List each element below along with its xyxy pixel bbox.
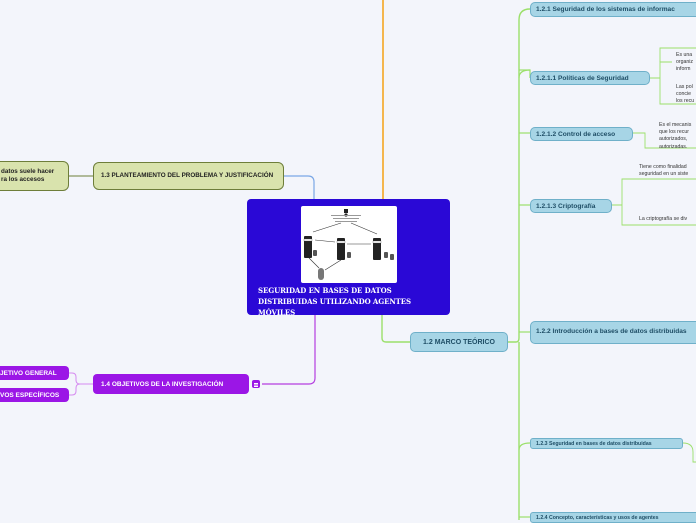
topic-1-2-4-label: 1.2.4 Concepto, características y usos d… [536,514,659,521]
connector-1-2 [381,315,410,343]
topic-1-2-1-1[interactable]: 1.2.1.1 Políticas de Seguridad [530,71,650,85]
topic-objetivos-especificos[interactable]: VOS ESPECÍFICOS [0,388,69,402]
collapse-toggle-icon[interactable] [252,380,260,388]
connector-1-3 [284,175,315,199]
topic-1-3-child-label: datos suele hacer ra los accesos [1,167,55,184]
topic-1-2-label: 1.2 MARCO TEÓRICO [423,338,495,346]
objetivo-general-label: JETIVO GENERAL [0,369,57,377]
note-control-acceso: Es el mecanis que los recur autorizados,… [659,122,692,150]
topic-1-2-2[interactable]: 1.2.2 Introducción a bases de datos dist… [530,321,696,344]
topic-1-2-1-1-label: 1.2.1.1 Políticas de Seguridad [536,74,629,82]
topic-1-3-label: 1.3 PLANTEAMIENTO DEL PROBLEMA Y JUSTIFI… [101,171,274,179]
topic-1-2-3[interactable]: 1.2.3 Seguridad en bases de datos distri… [530,438,683,449]
topic-objetivo-general[interactable]: JETIVO GENERAL [0,366,69,380]
topic-1-2-3-label: 1.2.3 Seguridad en bases de datos distri… [536,440,652,447]
connector-objectives [68,372,93,396]
topic-1-3-child[interactable]: datos suele hacer ra los accesos [0,161,69,191]
objetivos-especificos-label: VOS ESPECÍFICOS [0,391,60,399]
topic-1-2-1-label: 1.2.1 Seguridad de los sistemas de infor… [536,6,675,13]
note-politicas-1: Es una organiz inform [676,52,694,73]
topic-1-2-1-2[interactable]: 1.2.1.2 Control de acceso [530,127,633,141]
topic-1-2-1-2-label: 1.2.1.2 Control de acceso [536,130,616,138]
note-politicas-2: Las pol concie los recu [676,84,695,105]
topic-1-2-marco-teorico[interactable]: 1.2 MARCO TEÓRICO [410,332,508,352]
connector-1-4 [262,315,316,385]
distributed-database-diagram-icon [301,206,397,283]
topic-1-2-1-3[interactable]: 1.2.1.3 Criptografía [530,199,612,213]
central-topic-title: SEGURIDAD EN BASES DE DATOS DISTRIBUIDAS… [258,286,411,318]
note-criptografia-2: La criptografía se div [639,216,688,222]
topic-1-4-objetivos[interactable]: 1.4 OBJETIVOS DE LA INVESTIGACIÓN [93,374,249,394]
note-criptografia-1: Tiene como finalidad seguridad en un sis… [639,164,689,178]
topic-1-3-planteamiento[interactable]: 1.3 PLANTEAMIENTO DEL PROBLEMA Y JUSTIFI… [93,162,284,190]
topic-1-4-label: 1.4 OBJETIVOS DE LA INVESTIGACIÓN [101,380,224,388]
topic-1-2-4[interactable]: 1.2.4 Concepto, características y usos d… [530,512,696,523]
topic-1-2-2-label: 1.2.2 Introducción a bases de datos dist… [536,328,687,336]
topic-1-2-1[interactable]: 1.2.1 Seguridad de los sistemas de infor… [530,2,696,17]
connector-1-2-spine [508,8,531,520]
topic-1-2-1-3-label: 1.2.1.3 Criptografía [536,202,596,210]
